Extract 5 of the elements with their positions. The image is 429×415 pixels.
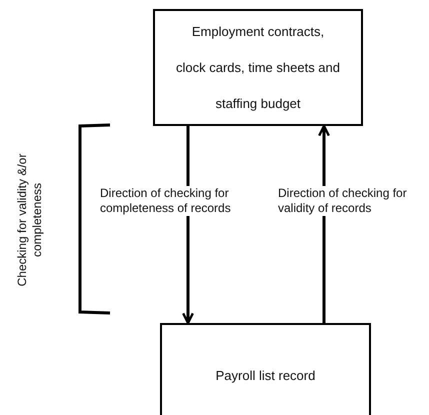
box-text: Employment contracts, clock cards, time sheets and staffing budget: [176, 22, 340, 113]
box-text: Payroll list record: [214, 368, 316, 384]
axis-note: Checking for validity &/or completeness: [15, 152, 45, 288]
process-box: [153, 9, 363, 126]
process-box: [160, 323, 371, 415]
